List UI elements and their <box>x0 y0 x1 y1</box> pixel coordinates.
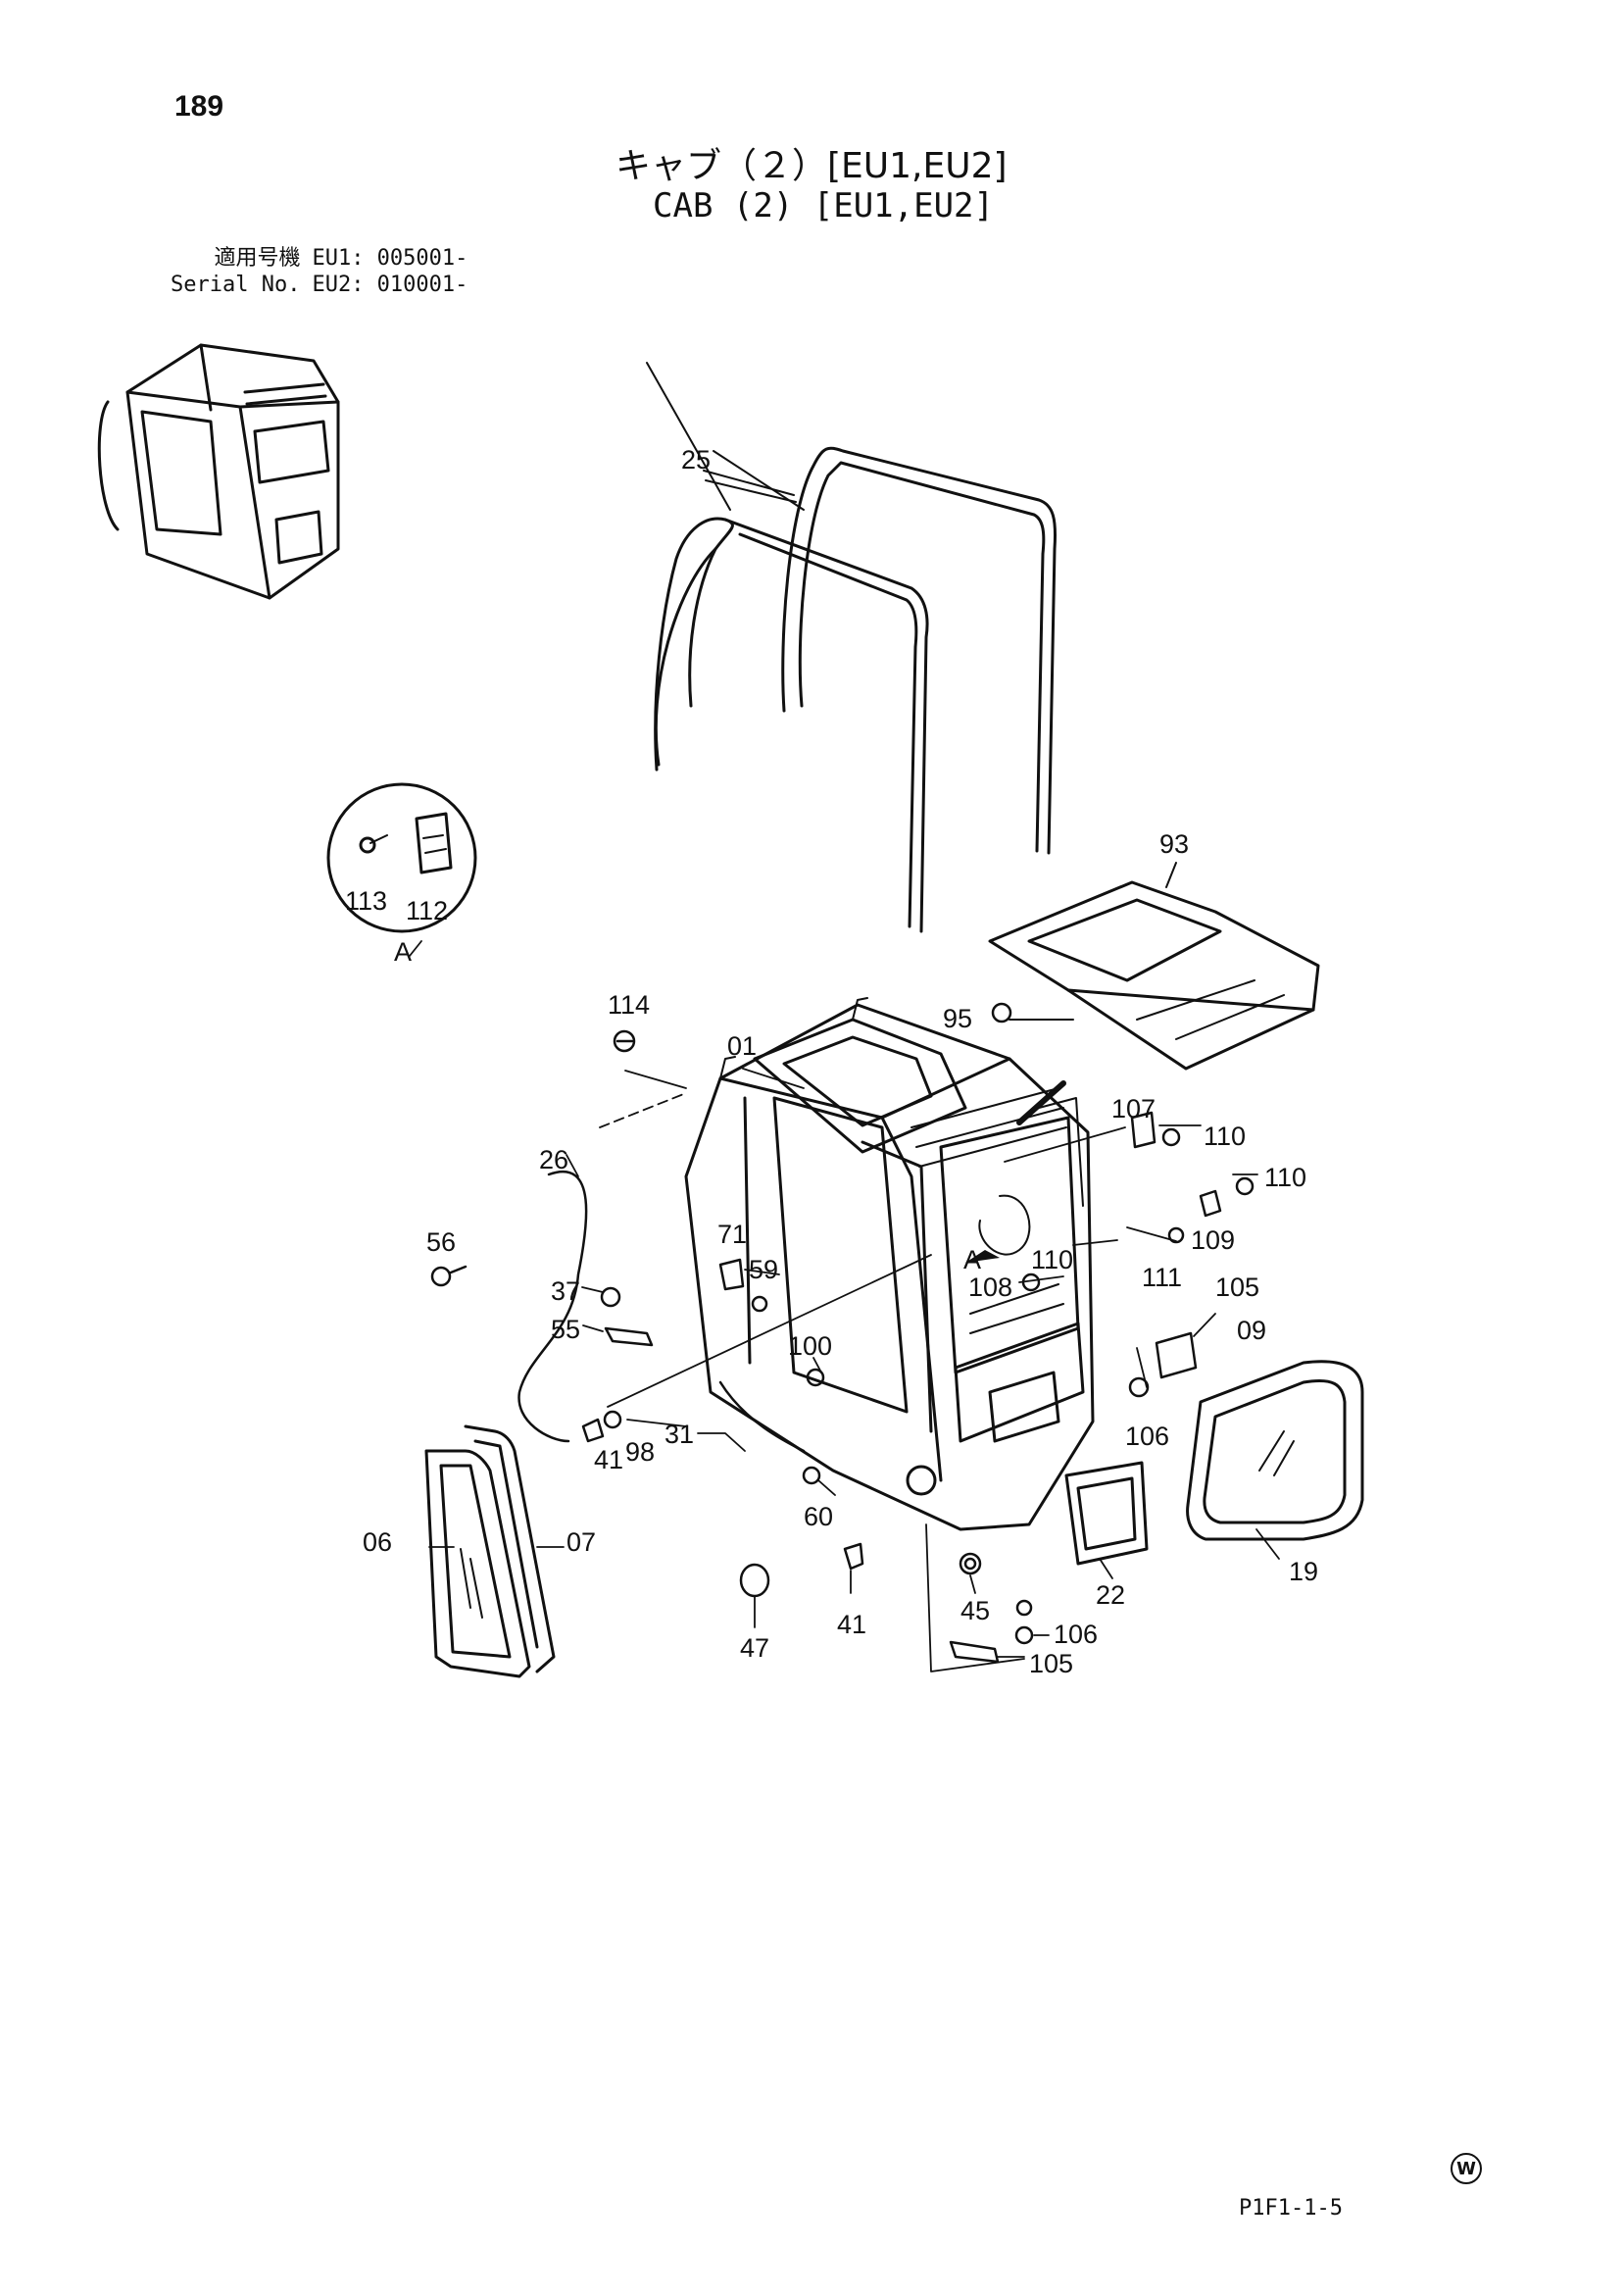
callout: 47 <box>740 1633 769 1663</box>
callout: 41 <box>837 1610 866 1639</box>
callout: 37 <box>551 1276 580 1306</box>
serial-eu1: EU1: 005001- <box>312 246 468 271</box>
callout: 19 <box>1289 1557 1318 1586</box>
corner-w-mark: W <box>1451 2153 1482 2184</box>
callout: 112 <box>406 896 448 925</box>
roof-panel <box>988 862 1320 1125</box>
callout: 26 <box>539 1145 568 1174</box>
callout: 110 <box>1204 1122 1246 1151</box>
callout: 60 <box>804 1502 833 1531</box>
callout: 95 <box>943 1004 972 1033</box>
serial-number-block: 適用号機 EU1: 005001- Serial No. EU2: 010001- <box>171 245 468 298</box>
page-title-japanese: キャブ（２）[EU1,EU2] <box>615 146 1008 186</box>
serial-eu2: EU2: 010001- <box>312 273 468 297</box>
cab-thumbnail <box>97 343 340 600</box>
leader-lines <box>409 940 1280 1672</box>
callout: 41 <box>594 1445 623 1474</box>
page-number: 189 <box>174 90 224 123</box>
detail-label: A <box>394 937 412 967</box>
callout: 113 <box>345 886 387 916</box>
callout: 111 <box>1142 1263 1182 1292</box>
cab-frame <box>684 997 1095 1531</box>
wire-harness <box>517 1171 806 1453</box>
callout: 110 <box>1031 1245 1073 1274</box>
callout: 07 <box>566 1527 596 1557</box>
serial-label-japanese: 適用号機 <box>214 246 301 271</box>
callout: 22 <box>1096 1580 1125 1610</box>
callout: 105 <box>1215 1273 1259 1302</box>
serial-label-english: Serial No. <box>171 273 301 297</box>
rear-window-frame <box>1064 1461 1149 1566</box>
callout: 106 <box>1125 1422 1169 1451</box>
window-glass-right <box>1186 1360 1364 1541</box>
callout: 109 <box>1191 1225 1235 1255</box>
callout: 01 <box>727 1031 757 1061</box>
callout: 25 <box>681 445 711 474</box>
callout: 55 <box>551 1315 580 1344</box>
callout: 108 <box>968 1273 1012 1302</box>
callout-labels: 25 93 113 112 95 114 01 107 110 110 26 5… <box>345 445 1318 1678</box>
callout: 100 <box>788 1331 832 1361</box>
callout: 09 <box>1237 1316 1266 1345</box>
callout: 93 <box>1159 829 1189 859</box>
callout: 56 <box>426 1227 456 1257</box>
detail-a-circle <box>326 782 477 933</box>
callout: 45 <box>960 1596 990 1625</box>
page-title-english: CAB (2) [EU1,EU2] <box>653 186 994 225</box>
callout: 107 <box>1111 1094 1156 1123</box>
detail-a-arrow <box>965 1250 1000 1263</box>
callout: 105 <box>1029 1649 1073 1678</box>
callout: 114 <box>608 990 650 1020</box>
page-code: P1F1-1-5 <box>1239 2196 1343 2221</box>
callout: 31 <box>664 1420 694 1449</box>
door-seal-strips <box>646 362 1058 933</box>
detail-label: A <box>963 1245 981 1274</box>
callout: 98 <box>625 1437 655 1467</box>
callout: 06 <box>363 1527 392 1557</box>
callout: 110 <box>1264 1163 1306 1192</box>
callout: 71 <box>717 1220 747 1249</box>
callout: 106 <box>1054 1620 1098 1649</box>
door-glass-left <box>424 1424 556 1678</box>
callout: 59 <box>749 1255 778 1284</box>
